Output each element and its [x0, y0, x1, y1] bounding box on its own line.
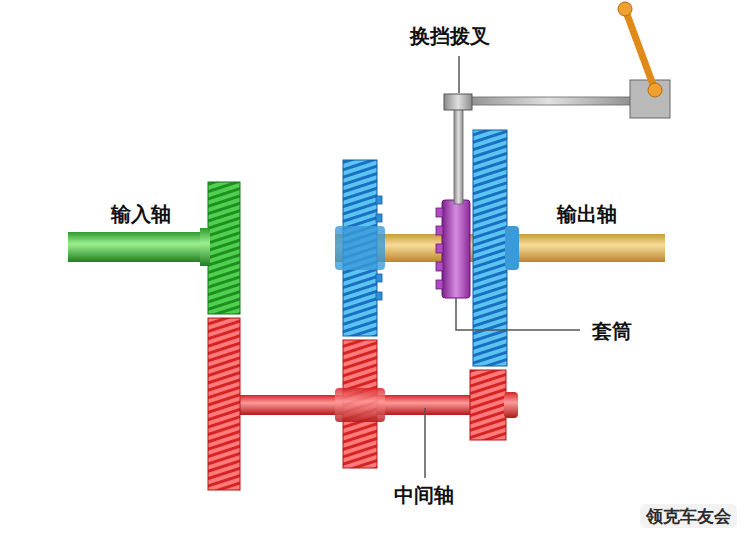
- lever-knob: [618, 2, 632, 16]
- leader-line: [424, 408, 426, 478]
- sleeve-teeth: [436, 208, 443, 289]
- part-label: 中间轴: [392, 483, 456, 507]
- part-label: 套筒: [590, 319, 634, 343]
- fork-block: [444, 94, 472, 110]
- watermark: 领克车友会: [640, 504, 737, 528]
- part-label: 输入轴: [109, 202, 173, 226]
- leader-line: [458, 56, 460, 93]
- gear-hub: [200, 228, 210, 266]
- fork-rod: [454, 104, 463, 204]
- countershaft-gear: [470, 370, 506, 440]
- part-label: 换挡拨叉: [408, 24, 492, 48]
- leader-line: [456, 298, 580, 330]
- shift-lever: [625, 9, 655, 90]
- input-gear: [208, 182, 240, 314]
- shifter-box: [630, 80, 670, 118]
- gear-hub: [504, 392, 518, 418]
- sleeve: [442, 200, 470, 298]
- gear-hub: [335, 226, 385, 270]
- shift-rail: [460, 97, 638, 105]
- part-label: 输出轴: [555, 202, 619, 226]
- lever-pivot: [648, 83, 662, 97]
- gear-hub: [335, 388, 385, 422]
- gear-hub: [505, 226, 519, 270]
- countershaft-gear: [208, 318, 240, 490]
- input-shaft: [68, 232, 214, 262]
- dog-teeth: [376, 196, 382, 300]
